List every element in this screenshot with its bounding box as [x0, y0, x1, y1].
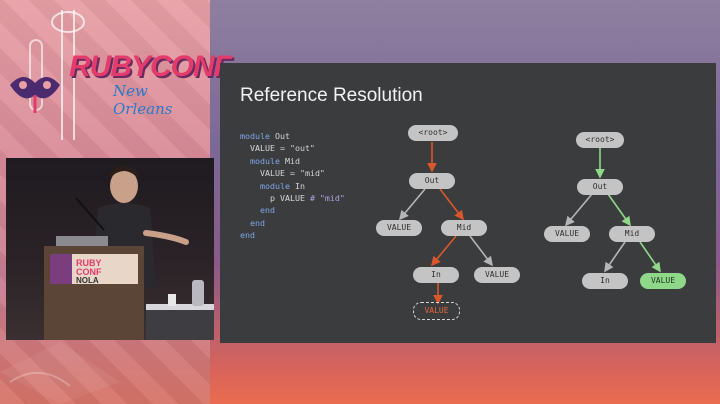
speaker-video: RUBY CONF NOLA: [6, 158, 214, 340]
logo-subtitle: New Orleans: [113, 82, 173, 118]
code-line-3: module Mid: [250, 155, 300, 166]
mask-icon: [10, 76, 60, 113]
code-line-5: module In: [259, 180, 305, 191]
podium-text-2: CONF: [76, 267, 102, 277]
right-node-value-mid: VALUE: [640, 273, 686, 289]
left-node-value-in: VALUE: [413, 302, 460, 320]
rubyconf-logo: RUBYCONF New Orleans: [5, 20, 232, 130]
code-line-1: module Out: [240, 131, 290, 141]
left-node-out: Out: [409, 173, 455, 189]
right-node-in: In: [582, 273, 628, 289]
speaker-scene: RUBY CONF NOLA: [44, 166, 214, 340]
arrow-mid-value: [469, 235, 493, 267]
left-node-value-out: VALUE: [376, 220, 422, 236]
right-node-value-out: VALUE: [544, 226, 590, 242]
bottom-decoration: [0, 342, 120, 404]
code-line-6: p VALUE # "mid": [240, 193, 345, 204]
code-line-8: end: [250, 217, 265, 228]
slide-title: Reference Resolution: [240, 85, 423, 106]
podium-text-1: RUBY: [76, 258, 102, 268]
right-node-out: Out: [577, 179, 623, 195]
left-node-value-mid: VALUE: [474, 267, 520, 283]
code-line-4: VALUE = "mid": [240, 168, 325, 179]
tree-arrows: [398, 142, 661, 305]
code-block: module Out VALUE = "out" module Mid VALU…: [240, 130, 345, 242]
podium-text-3: NOLA: [76, 276, 99, 285]
left-node-root: <root>: [408, 125, 458, 141]
code-line-7: end: [259, 205, 275, 216]
arrow-mid-in: [430, 235, 457, 267]
presentation-slide: Reference Resolution module Out VALUE = …: [220, 63, 716, 343]
code-line-2: VALUE = "out": [240, 143, 315, 154]
right-node-root: <root>: [576, 132, 624, 148]
arrow-r-out-value: [564, 193, 593, 227]
arrow-r-out-mid: [607, 193, 631, 227]
arrow-out-value: [398, 188, 426, 221]
arrow-r-mid-in: [604, 241, 626, 273]
left-node-in: In: [413, 267, 459, 283]
arrow-r-mid-value: [639, 241, 661, 273]
right-node-mid: Mid: [609, 226, 655, 242]
decorative-lines: [29, 10, 85, 140]
code-line-9: end: [240, 230, 255, 241]
arrow-out-mid: [439, 188, 464, 221]
left-node-mid: Mid: [441, 220, 487, 236]
logo-title: RUBYCONF: [69, 50, 232, 83]
